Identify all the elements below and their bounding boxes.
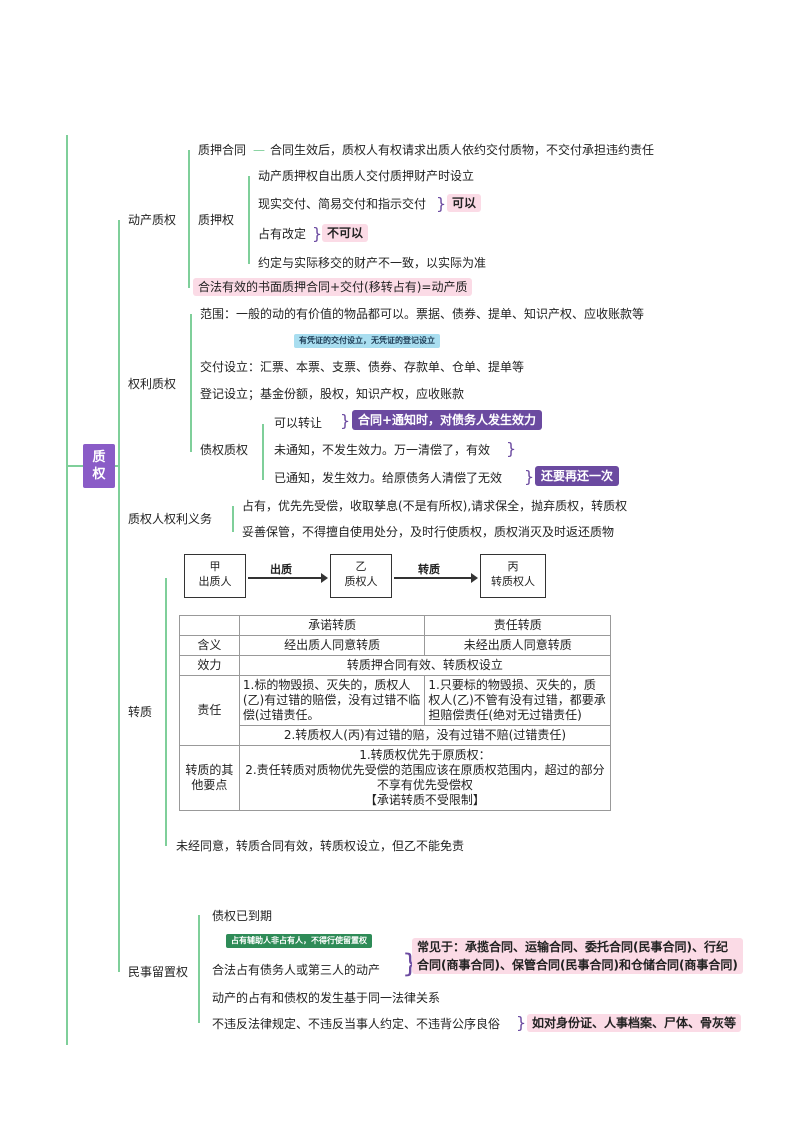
table-corner [179, 615, 240, 636]
lien-item-2: 动产的占有和债权的发生基于同一法律关系 [212, 991, 441, 1005]
row-label-effect: 效力 [179, 655, 240, 676]
branch-movable-pledge: 动产质权 [128, 213, 177, 227]
meaning-promise: 经出质人同意转质 [238, 635, 426, 656]
movable-branch-line [188, 150, 190, 288]
other-line-0: 1.转质权优先于原质权： [359, 748, 491, 762]
rights-branch-line [190, 314, 192, 452]
brace-debt-2: } [506, 439, 517, 458]
flow-box-c-l2: 转质权人 [491, 575, 535, 588]
rights-callout: 有凭证的交付设立，无凭证的登记设立 [294, 334, 440, 348]
brace-except: } [516, 1013, 527, 1032]
liability-shared: 2.转质权人(丙)有过错的赔，没有过错不赔(过错责任) [238, 725, 612, 746]
root-connector [67, 465, 83, 467]
table-row: 责任 1.标的物毁损、灭失的，质权人(乙)有过错的赔偿，没有过错不临偿(过错责任… [179, 675, 611, 746]
pledge-item-3: 约定与实际移交的财产不一致，以实际为准 [258, 256, 487, 270]
lien-branch-line [198, 915, 200, 1023]
pledge-item-0: 动产质押权自出质人交付质押财产时设立 [258, 169, 475, 183]
row-label-liability: 责任 [179, 675, 240, 746]
contract-dash: — [253, 143, 265, 157]
pledge-branch-line [248, 176, 250, 264]
lien-callout: 占有辅助人非占有人，不得行使留置权 [226, 934, 372, 948]
flow-box-a-l1: 甲 [209, 560, 221, 573]
transfer-note: 未经同意，转质合同有效，转质权设立，但乙不能免责 [176, 839, 465, 853]
table-row: 效力 转质押合同有效、转质权设立 [179, 655, 612, 676]
debt-branch-line [262, 424, 264, 480]
debt-pledge-label: 债权质权 [200, 443, 249, 457]
brace-debt-3: } [524, 467, 535, 486]
movable-contract-text: 合同生效后，质权人有权请求出质人依约交付质物，不交付承担违约责任 [270, 143, 655, 157]
branch-holder-rights: 质权人权利义务 [128, 512, 213, 526]
debt-item-1: 未通知，不发生效力。万一清偿了，有效 [274, 443, 491, 457]
tag-contract-notice: 合同+通知时，对债务人发生效力 [352, 410, 543, 430]
lien-item-0: 债权已到期 [212, 909, 273, 923]
branch-lien: 民事留置权 [128, 965, 189, 979]
tag-pay-again: 还要再还一次 [535, 466, 620, 486]
root-line2: 权 [92, 467, 106, 482]
flow-box-b-l1: 乙 [355, 560, 367, 573]
pledge-right-label: 质押权 [198, 213, 235, 227]
table-row: 转质的其他要点 1.转质权优先于原质权： 2.责任转质对质物优先受偿的范围应该在… [179, 745, 612, 811]
brace-debt-1: } [340, 411, 351, 430]
flow-arrow-2 [394, 573, 478, 583]
main-branch-line [118, 220, 120, 972]
lien-item-1: 合法占有债务人或第三人的动产 [212, 963, 381, 977]
lien-except: 如对身份证、人事档案、尸体、骨灰等 [527, 1014, 742, 1032]
rights-scope: 范围：一般的动的有价值的物品都可以。票据、债券、提单、知识产权、应收账款等 [200, 307, 645, 321]
rights-registration: 登记设立；基金份额，股权，知识产权，应收账款 [200, 387, 465, 401]
lien-common: 常见于：承揽合同、运输合同、委托合同(民事合同)、行纪 合同(商事合同)、保管合… [412, 938, 743, 974]
movable-summary: 合法有效的书面质押合同+交付(移转占有)=动产质 [193, 278, 473, 296]
branch-rights-pledge: 权利质权 [128, 377, 177, 391]
movable-contract-label: 质押合同 [198, 143, 247, 157]
branch-transfer: 转质 [128, 705, 153, 719]
table-row: 含义 经出质人同意转质 未经出质人同意转质 [179, 635, 611, 656]
flow-arrow-1-label: 出质 [270, 563, 292, 576]
rights-delivery: 交付设立：汇票、本票、支票、债券、存款单、仓单、提单等 [200, 360, 525, 374]
row-label-meaning: 含义 [179, 635, 240, 656]
flow-box-b: 乙 质权人 [330, 554, 392, 598]
table-row: 2.转质权人(丙)有过错的赔，没有过错不赔(过错责任) [180, 725, 612, 746]
row-label-other: 转质的其他要点 [179, 745, 240, 811]
flow-arrow-2-label: 转质 [418, 563, 440, 576]
spine-line [66, 135, 68, 1045]
holder-item-1: 妥善保管，不得擅自使用处分，及时行使质权，质权消灭及时返还质物 [242, 525, 615, 539]
flow-arrow-1 [248, 573, 328, 583]
table-row: 承诺转质 责任转质 [179, 615, 611, 636]
root-to-branch [115, 465, 119, 467]
lien-common-line2: 合同(商事合同)、保管合同(民事合同)和仓储合同(商事合同) [417, 958, 738, 972]
transfer-comparison-table: 承诺转质 责任转质 含义 经出质人同意转质 未经出质人同意转质 效力 转质押合同… [179, 615, 612, 811]
lien-item-3: 不违反法律规定、不违反当事人约定、不违背公序良俗 [212, 1017, 501, 1031]
transfer-branch-line [165, 578, 167, 846]
debt-item-0: 可以转让 [274, 416, 323, 430]
root-line1: 质 [92, 450, 106, 465]
root-node-pledge-right: 质 权 [83, 444, 115, 488]
tag-can: 可以 [447, 194, 482, 212]
flow-box-a: 甲 出质人 [184, 554, 246, 598]
other-line-2: 【承诺转质不受限制】 [364, 793, 485, 807]
effect-text: 转质押合同有效、转质权设立 [238, 655, 612, 676]
tag-cannot: 不可以 [322, 224, 369, 242]
brace-can: } [436, 194, 447, 213]
holder-branch-line [232, 506, 234, 532]
flow-box-c-l1: 丙 [507, 560, 519, 573]
lien-common-line1: 常见于：承揽合同、运输合同、委托合同(民事合同)、行纪 [417, 940, 728, 954]
pledge-item-1: 现实交付、简易交付和指示交付 [258, 197, 427, 211]
holder-item-0: 占有，优先先受偿，收取孳息(不是有所权),请求保全，抛弃质权，转质权 [242, 499, 628, 513]
flow-box-a-l2: 出质人 [198, 575, 232, 588]
flow-box-b-l2: 质权人 [344, 575, 378, 588]
flow-box-c: 丙 转质权人 [480, 554, 546, 598]
table-header-promise: 承诺转质 [238, 615, 426, 636]
other-line-1: 2.责任转质对质物优先受偿的范围应该在原质权范围内，超过的部分不享有优先受偿权 [245, 763, 605, 792]
debt-item-2: 已通知，发生效力。给原债务人清偿了无效 [274, 471, 503, 485]
table-header-liability: 责任转质 [424, 615, 611, 636]
pledge-item-2: 占有改定 [258, 227, 307, 241]
liability-promise: 1.标的物毁损、灭失的，质权人(乙)有过错的赔偿，没有过错不临偿(过错责任。 [238, 675, 426, 726]
brace-cannot: } [312, 224, 323, 243]
meaning-liability: 未经出质人同意转质 [424, 635, 611, 656]
other-points: 1.转质权优先于原质权： 2.责任转质对质物优先受偿的范围应该在原质权范围内，超… [238, 745, 612, 811]
liability-liability: 1.只要标的物毁损、灭失的，质权人(乙)不管有没有过错，都要承担赔偿责任(绝对无… [424, 675, 611, 726]
